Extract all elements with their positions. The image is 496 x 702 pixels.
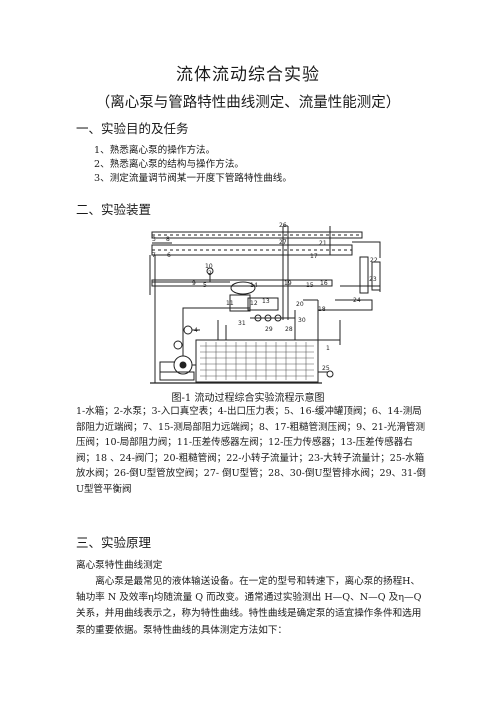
document-subtitle: （离心泵与管路特性曲线测定、流量性能测定） — [95, 95, 401, 111]
label-11: 11 — [226, 300, 234, 307]
label-4: 4 — [194, 327, 198, 334]
label-6: 6 — [167, 252, 171, 259]
label-2: 2 — [208, 270, 212, 277]
objective-item: 3、测定流量调节阀某一开度下管路特性曲线。 — [94, 173, 292, 184]
label-30: 30 — [298, 317, 306, 324]
water-tank — [195, 339, 319, 383]
label-28: 28 — [285, 326, 293, 333]
label-17: 17 — [310, 253, 318, 260]
figure-legend: 1-水箱；2-水泵；3-入口真空表；4-出口压力表；5、16-缓冲罐顶阀；6、1… — [76, 406, 426, 495]
objective-item: 1、熟悉离心泵的操作方法。 — [94, 145, 216, 156]
label-3: 3 — [152, 236, 156, 243]
section-heading-apparatus: 二、实验装置 — [76, 202, 152, 217]
document-title: 流体流动综合实验 — [176, 65, 320, 85]
section-heading-principle: 三、实验原理 — [76, 535, 152, 550]
label-9: 9 — [192, 280, 196, 287]
label-12: 12 — [250, 300, 258, 307]
principle-subheading: 离心泵特性曲线测定 — [76, 560, 163, 571]
vacuum-gauge — [173, 340, 183, 350]
label-5: 5 — [203, 282, 207, 289]
section-heading-objectives: 一、实验目的及任务 — [76, 121, 189, 136]
label-25: 25 — [322, 365, 330, 372]
label-10: 10 — [205, 263, 213, 270]
label-31: 31 — [238, 320, 246, 327]
label-26: 26 — [279, 222, 287, 229]
label-22: 22 — [370, 257, 378, 264]
label-18: 18 — [318, 306, 326, 313]
label-29: 29 — [265, 326, 273, 333]
label-20: 20 — [296, 301, 304, 308]
label-16: 16 — [320, 280, 328, 287]
label-15: 15 — [306, 282, 314, 289]
label-1: 1 — [326, 345, 330, 352]
diagram-labels: 26 27 21 3 8 17 7 6 22 10 2 14 19 16 23 … — [152, 222, 378, 372]
label-24: 24 — [353, 297, 361, 304]
label-19: 19 — [284, 280, 292, 287]
label-13: 13 — [262, 298, 270, 305]
principle-paragraph: 离心泵是最常见的液体输送设备。在一定的型号和转速下，离心泵的扬程H、轴功率 N … — [76, 576, 422, 636]
label-21: 21 — [319, 240, 327, 247]
label-14: 14 — [250, 282, 258, 289]
objective-item: 2、熟悉离心泵的结构与操作方法。 — [94, 159, 245, 170]
pressure-gauge — [183, 325, 193, 335]
label-8: 8 — [166, 236, 170, 243]
label-7: 7 — [152, 252, 156, 259]
label-27: 27 — [279, 239, 287, 246]
label-23: 23 — [369, 276, 377, 283]
figure-caption: 图-1 流动过程综合实验流程示意图 — [171, 393, 325, 404]
